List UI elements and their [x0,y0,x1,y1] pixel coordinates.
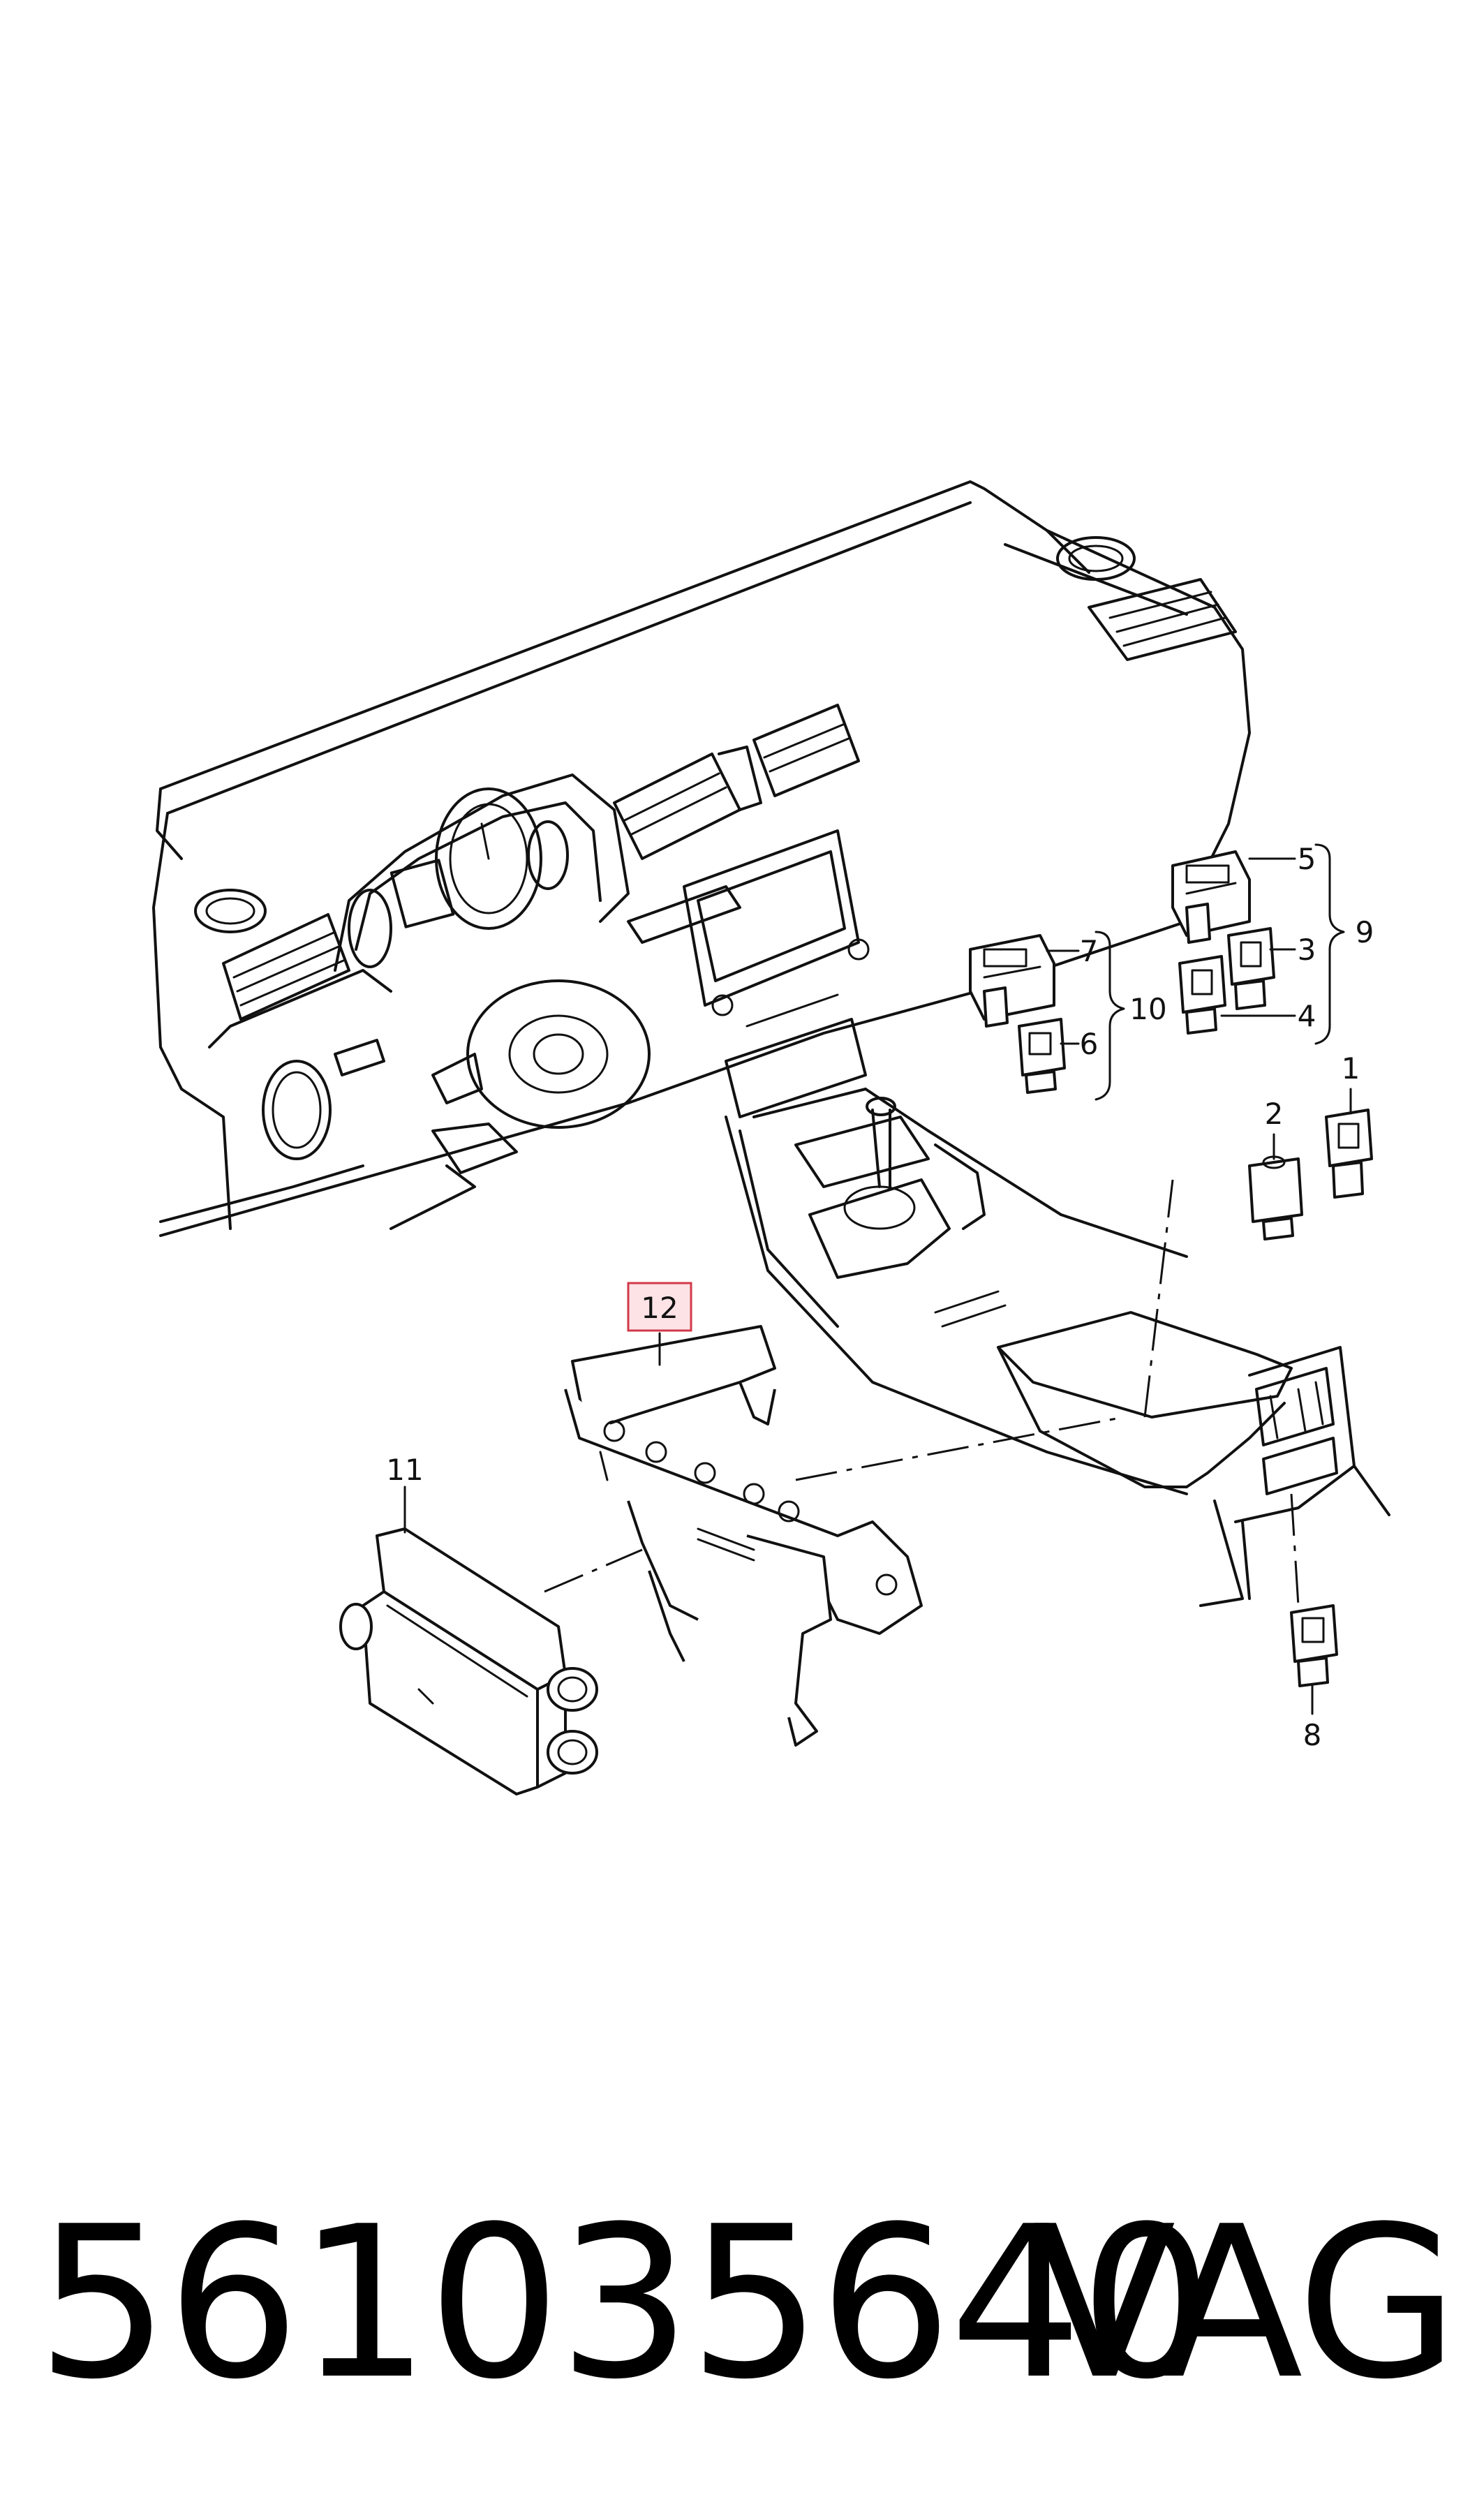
callout-11: 11 [386,1453,423,1487]
leader-line [1290,1493,1300,1606]
callout-1: 1 [1342,1051,1360,1086]
part-6-switch [1018,1018,1066,1094]
leader-line [1143,1179,1174,1418]
callout-12-highlight [627,1282,692,1332]
callout-12: 12 [641,1291,678,1325]
callout-5: 5 [1298,842,1316,876]
brace-9 [1314,843,1345,1045]
callout-2: 2 [1265,1097,1284,1131]
brand-name: VAG [1032,2182,1459,2425]
part-number: 561035640 [36,2182,1213,2425]
part-5-switch [1171,850,1251,944]
part-4-switch [1178,955,1226,1035]
leader-line [795,1416,1125,1481]
part-1-switch [1325,1109,1373,1199]
part-2-switch [1248,1155,1303,1241]
callout-10: 10 [1129,992,1166,1026]
brace-10 [1095,931,1125,1101]
callout-6: 6 [1080,1027,1099,1061]
part-11-control-unit [339,1527,598,1795]
callout-4: 4 [1298,999,1316,1033]
part-8-switch [1290,1604,1338,1687]
callout-8: 8 [1303,1718,1322,1752]
part-7-switch [969,934,1055,1028]
leader-line [544,1548,643,1593]
callout-7: 7 [1080,934,1099,968]
callout-3: 3 [1298,933,1316,967]
dashboard-illustration [152,480,1390,1607]
part-3-switch [1227,927,1275,1010]
part-12-bracket [564,1325,923,1747]
callout-9: 9 [1356,915,1374,949]
